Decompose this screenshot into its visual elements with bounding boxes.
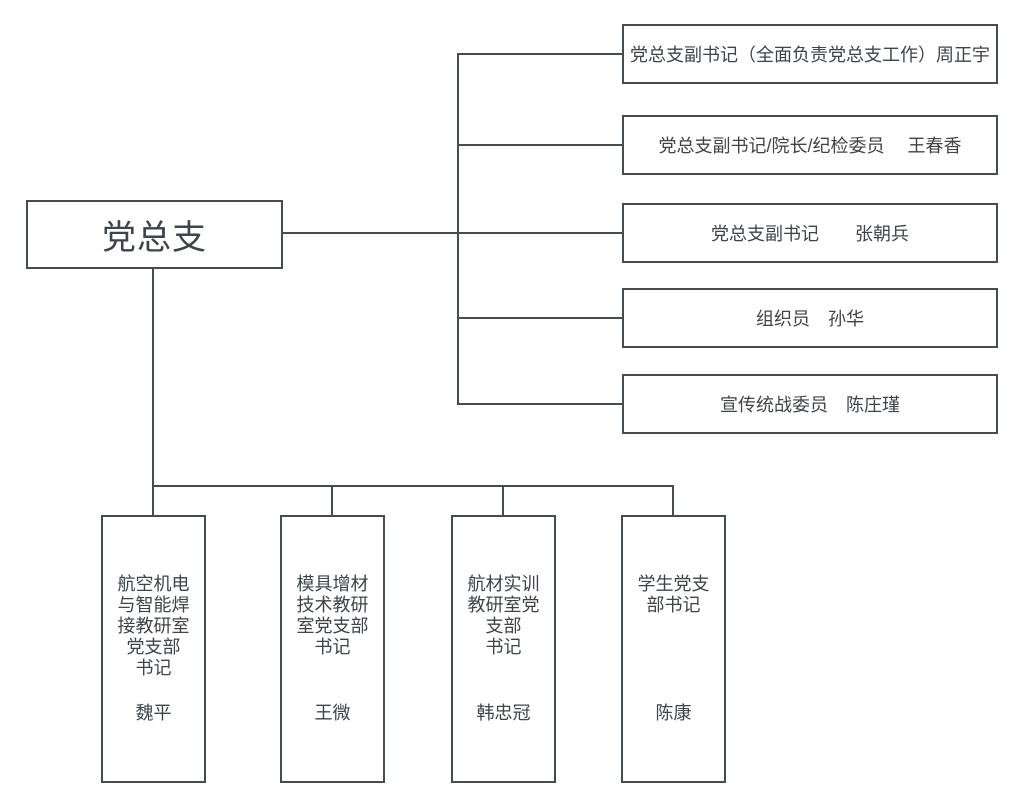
connector-root-to-officers (283, 232, 622, 234)
branch-title: 模具增材 技术教研 室党支部 书记 (296, 574, 369, 657)
officer-label: 组织员 孙华 (756, 309, 864, 329)
connector-branch-drop-3 (502, 485, 504, 515)
branch-node-4: 学生党支 部书记 陈康 (621, 515, 726, 783)
officer-node-2: 党总支副书记/院长/纪检委员 王春香 (622, 115, 998, 175)
branch-node-1: 航空机电 与智能焊 接教研室 党支部 书记 魏平 (101, 515, 206, 783)
branch-node-2: 模具增材 技术教研 室党支部 书记 王微 (280, 515, 385, 783)
connector-officer-4 (457, 317, 622, 319)
connector-branch-drop-1 (152, 485, 154, 515)
branch-name: 魏平 (135, 703, 172, 723)
branch-name: 陈康 (655, 703, 692, 723)
branch-title: 航空机电 与智能焊 接教研室 党支部 书记 (117, 574, 190, 678)
officer-node-5: 宣传统战委员 陈庄瑾 (622, 374, 998, 434)
branch-node-3: 航材实训 教研室党 支部 书记 韩忠冠 (451, 515, 556, 783)
connector-officer-1 (457, 53, 622, 55)
officer-node-3: 党总支副书记 张朝兵 (622, 203, 998, 263)
branch-title: 学生党支 部书记 (637, 574, 710, 615)
connector-branch-bus (152, 485, 674, 487)
connector-branch-drop-4 (672, 485, 674, 515)
officer-node-4: 组织员 孙华 (622, 288, 998, 348)
connector-branch-drop-2 (331, 485, 333, 515)
root-node: 党总支 (26, 200, 283, 269)
branch-name: 王微 (314, 703, 351, 723)
officer-label: 宣传统战委员 陈庄瑾 (720, 395, 900, 415)
branch-title: 航材实训 教研室党 支部 书记 (467, 574, 540, 657)
connector-root-down (152, 269, 154, 485)
connector-officer-trunk (457, 53, 459, 405)
officer-label: 党总支副书记（全面负责党总支工作）周正宇 (630, 45, 990, 65)
root-label: 党总支 (102, 219, 207, 257)
connector-officer-5 (457, 403, 622, 405)
officer-label: 党总支副书记/院长/纪检委员 王春香 (658, 136, 962, 156)
connector-officer-2 (457, 144, 622, 146)
officer-node-1: 党总支副书记（全面负责党总支工作）周正宇 (622, 24, 998, 84)
officer-label: 党总支副书记 张朝兵 (711, 224, 909, 244)
branch-name: 韩忠冠 (476, 703, 531, 723)
